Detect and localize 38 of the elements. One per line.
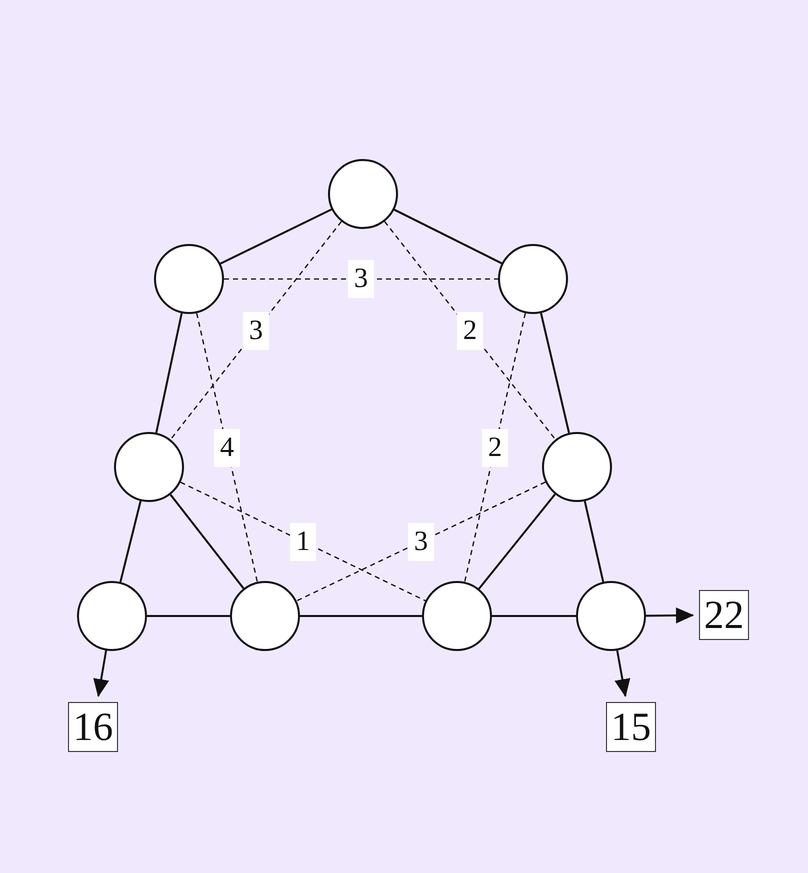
- connector-line: [492, 615, 576, 617]
- circle-node: [575, 580, 647, 652]
- edge-label: 3: [408, 522, 434, 560]
- connector-line: [478, 494, 556, 590]
- connector-line: [119, 500, 142, 582]
- circle-node: [229, 580, 301, 652]
- connector-line: [300, 615, 422, 617]
- arrow: [646, 607, 694, 624]
- dashed-connector-line: [296, 482, 546, 602]
- edge-label: 3: [243, 312, 269, 350]
- connector-line: [394, 208, 502, 264]
- connector-line: [220, 208, 332, 264]
- circle-node: [153, 243, 225, 315]
- number-box: 22: [699, 590, 749, 640]
- circle-node: [497, 243, 569, 315]
- arrow: [93, 650, 110, 698]
- circle-node: [541, 431, 613, 503]
- arrow: [614, 650, 630, 698]
- connector-line: [170, 494, 244, 590]
- dashed-connector-line: [180, 482, 426, 602]
- connector-line: [540, 312, 570, 434]
- connector-line: [155, 313, 183, 433]
- edge-label: 2: [457, 312, 483, 350]
- dashed-connector-line: [464, 312, 526, 582]
- number-box: 15: [606, 702, 656, 752]
- circle-node: [76, 580, 148, 652]
- circle-node: [113, 431, 185, 503]
- edge-label: 1: [290, 522, 316, 560]
- edge-label: 4: [214, 428, 240, 466]
- edge-label: 2: [482, 428, 508, 466]
- circle-node: [327, 158, 399, 230]
- dashed-connector-line: [224, 278, 498, 280]
- connector-line: [147, 615, 230, 617]
- number-box: 16: [68, 702, 118, 752]
- edge-label: 3: [348, 260, 374, 298]
- connector-line: [584, 500, 604, 582]
- circle-node: [421, 580, 493, 652]
- dashed-connector-line: [196, 312, 258, 582]
